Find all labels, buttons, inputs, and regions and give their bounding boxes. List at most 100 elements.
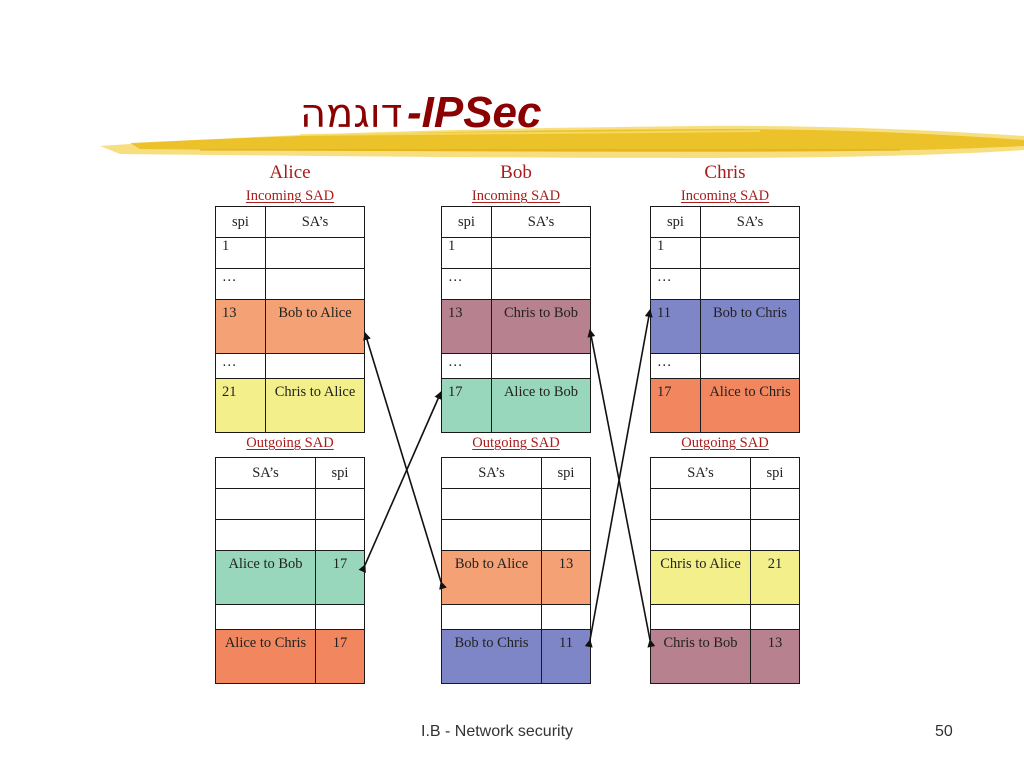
spi-cell [315, 604, 365, 630]
spi-cell [541, 604, 591, 630]
spi-cell: 11 [541, 629, 591, 684]
footer-page-number: 50 [935, 723, 953, 740]
arrow-chris-to-bob [587, 329, 656, 648]
spi-cell: 21 [215, 378, 266, 433]
table-row: … [215, 268, 365, 300]
spi-header: spi [541, 457, 591, 489]
table-row: … [215, 353, 365, 379]
spi-cell: … [441, 268, 492, 300]
sa-cell [215, 519, 316, 551]
sa-cell [700, 353, 800, 379]
table-row [215, 604, 365, 630]
sa-cell [650, 488, 751, 520]
spi-cell [315, 488, 365, 520]
sa-cell: Bob to Chris [441, 629, 542, 684]
sa-cell [650, 519, 751, 551]
arrow-bob-to-chris [584, 309, 653, 648]
sa-cell: Alice to Bob [215, 550, 316, 605]
spi-cell: 1 [650, 237, 701, 269]
table-row: … [650, 353, 800, 379]
sa-cell [265, 353, 365, 379]
chris-incoming-sad-label: Incoming SAD [680, 188, 770, 204]
table-row [441, 519, 591, 551]
alice-name: Alice [269, 162, 311, 183]
spi-cell: 13 [215, 299, 266, 354]
bob-outgoing-sad-label: Outgoing SAD [472, 435, 560, 451]
sas-header: SA’s [265, 206, 365, 238]
spi-cell [541, 488, 591, 520]
table-row [650, 604, 800, 630]
alice-outgoing-sad-label: Outgoing SAD [246, 435, 334, 451]
sa-cell [265, 268, 365, 300]
sas-header: SA’s [491, 206, 591, 238]
table-row: … [650, 268, 800, 300]
spi-cell: 13 [441, 299, 492, 354]
sas-header: SA’s [215, 457, 316, 489]
spi-cell: 1 [215, 237, 266, 269]
spi-cell: 17 [441, 378, 492, 433]
sa-cell [441, 519, 542, 551]
spi-cell: 13 [541, 550, 591, 605]
sas-header: SA’s [441, 457, 542, 489]
title-separator: - [406, 88, 422, 137]
sa-cell [650, 604, 751, 630]
arrow-bob-to-alice [363, 332, 447, 590]
sa-cell [700, 237, 800, 269]
spi-cell [750, 604, 800, 630]
table-row: 1 [441, 237, 591, 269]
table-row [215, 519, 365, 551]
sa-cell [441, 604, 542, 630]
sa-cell: Alice to Chris [215, 629, 316, 684]
chris-name: Chris [704, 162, 746, 183]
spi-cell [541, 519, 591, 551]
slide-title: דוגמה -IPSec [300, 88, 542, 138]
sa-cell [700, 268, 800, 300]
sa-cell: Chris to Alice [650, 550, 751, 605]
spi-cell: 1 [441, 237, 492, 269]
table-row: 1 [215, 237, 365, 269]
spi-cell: … [650, 353, 701, 379]
spi-cell: … [441, 353, 492, 379]
spi-cell: 11 [650, 299, 701, 354]
sa-cell [441, 488, 542, 520]
sa-cell [491, 268, 591, 300]
sa-cell: Alice to Bob [491, 378, 591, 433]
sa-cell: Bob to Alice [265, 299, 365, 354]
arrow-alice-to-bob [358, 391, 442, 574]
table-row [650, 488, 800, 520]
sa-cell: Chris to Alice [265, 378, 365, 433]
bob-name: Bob [500, 162, 532, 183]
spi-cell: … [215, 353, 266, 379]
sa-cell [491, 237, 591, 269]
table-row: 1 [650, 237, 800, 269]
table-row [650, 519, 800, 551]
sas-header: SA’s [650, 457, 751, 489]
footer-course: I.B - Network security [421, 723, 574, 740]
chris-outgoing-sad-label: Outgoing SAD [681, 435, 769, 451]
table-row [441, 604, 591, 630]
spi-cell: 13 [750, 629, 800, 684]
spi-cell [750, 488, 800, 520]
title-hebrew: דוגמה [300, 91, 403, 137]
sa-cell [491, 353, 591, 379]
spi-cell: 17 [650, 378, 701, 433]
spi-cell: … [215, 268, 266, 300]
spi-cell [315, 519, 365, 551]
